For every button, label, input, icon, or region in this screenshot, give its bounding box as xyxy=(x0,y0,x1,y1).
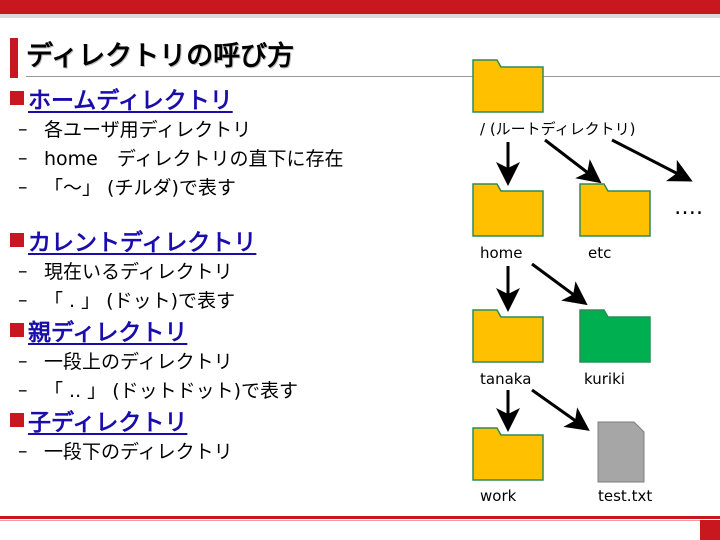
dash-marker: – xyxy=(18,117,28,140)
arrow-root-to-etc xyxy=(544,138,602,184)
list-item-text: 「〜」 (チルダ)で表す xyxy=(44,177,236,199)
dash-marker: – xyxy=(18,175,28,198)
heading-current-directory[interactable]: カレントディレクトリ xyxy=(28,230,257,256)
dash-marker: – xyxy=(18,378,28,401)
heading-home-directory[interactable]: ホームディレクトリ xyxy=(28,88,233,114)
bullet-square-icon xyxy=(10,413,24,427)
bottom-accent-line xyxy=(0,516,720,519)
tanaka-folder-icon xyxy=(472,309,544,363)
title-marker xyxy=(10,38,18,78)
etc-directory-label: etc xyxy=(588,244,612,262)
title-underline xyxy=(26,76,720,77)
list-item-text: 各ユーザ用ディレクトリ xyxy=(44,119,252,141)
list-item: –一段上のディレクトリ xyxy=(10,346,298,375)
section-heading: ホームディレクトリ xyxy=(10,82,344,114)
dash-marker: – xyxy=(18,288,28,311)
top-accent-bar xyxy=(0,0,720,14)
list-item: –home ディレクトリの直下に存在 xyxy=(10,143,344,172)
slide-title: ディレクトリの呼び方 xyxy=(26,41,295,72)
list-item-text: 一段下のディレクトリ xyxy=(44,441,233,463)
home-directory-label: home xyxy=(480,244,523,262)
bottom-thin-line xyxy=(0,520,720,521)
list-item: –各ユーザ用ディレクトリ xyxy=(10,114,344,143)
section-home-directory: ホームディレクトリ –各ユーザ用ディレクトリ –home ディレクトリの直下に存… xyxy=(10,82,344,201)
root-folder-icon xyxy=(472,59,544,113)
section-child-directory: 子ディレクトリ –一段下のディレクトリ xyxy=(10,404,233,465)
section-heading: 子ディレクトリ xyxy=(10,404,233,436)
list-item-text: 現在いるディレクトリ xyxy=(44,261,233,283)
work-folder-icon xyxy=(472,427,544,481)
test-file-label: test.txt xyxy=(598,487,653,505)
heading-child-directory[interactable]: 子ディレクトリ xyxy=(28,410,188,436)
list-item: –「〜」 (チルダ)で表す xyxy=(10,172,344,201)
list-item-text: 「 . 」 (ドット)で表す xyxy=(44,290,235,312)
list-item-text: 一段上のディレクトリ xyxy=(44,351,233,373)
home-folder-icon xyxy=(472,183,544,237)
kuriki-folder-icon xyxy=(579,309,651,363)
list-item: –「 .. 」 (ドットドット)で表す xyxy=(10,375,298,404)
list-item-text: 「 .. 」 (ドットドット)で表す xyxy=(44,380,299,402)
section-heading: カレントディレクトリ xyxy=(10,224,256,256)
dash-marker: – xyxy=(18,259,28,282)
bullet-square-icon xyxy=(10,91,24,105)
tanaka-directory-label: tanaka xyxy=(480,370,532,388)
root-directory-label: / (ルートディレクトリ) xyxy=(480,120,636,138)
arrow-home-to-kuriki xyxy=(531,262,588,306)
more-directories-ellipsis: …. xyxy=(674,195,703,220)
dash-marker: – xyxy=(18,349,28,372)
dash-marker: – xyxy=(18,439,28,462)
bullet-square-icon xyxy=(10,323,24,337)
etc-folder-icon xyxy=(579,183,651,237)
section-current-directory: カレントディレクトリ –現在いるディレクトリ –「 . 」 (ドット)で表す xyxy=(10,224,256,314)
work-directory-label: work xyxy=(480,487,517,505)
section-heading: 親ディレクトリ xyxy=(10,314,298,346)
dash-marker: – xyxy=(18,146,28,169)
top-divider xyxy=(0,14,720,18)
corner-accent-box xyxy=(700,520,720,540)
section-parent-directory: 親ディレクトリ –一段上のディレクトリ –「 .. 」 (ドットドット)で表す xyxy=(10,314,298,404)
list-item: –一段下のディレクトリ xyxy=(10,436,233,465)
heading-parent-directory[interactable]: 親ディレクトリ xyxy=(28,320,188,346)
arrow-root-to-more xyxy=(611,138,693,182)
list-item-text: home ディレクトリの直下に存在 xyxy=(44,148,344,170)
bullet-square-icon xyxy=(10,233,24,247)
kuriki-directory-label: kuriki xyxy=(584,370,625,388)
arrow-tanaka-to-file xyxy=(531,388,590,431)
text-file-icon xyxy=(597,421,645,483)
list-item: –現在いるディレクトリ xyxy=(10,256,256,285)
list-item: –「 . 」 (ドット)で表す xyxy=(10,285,256,314)
